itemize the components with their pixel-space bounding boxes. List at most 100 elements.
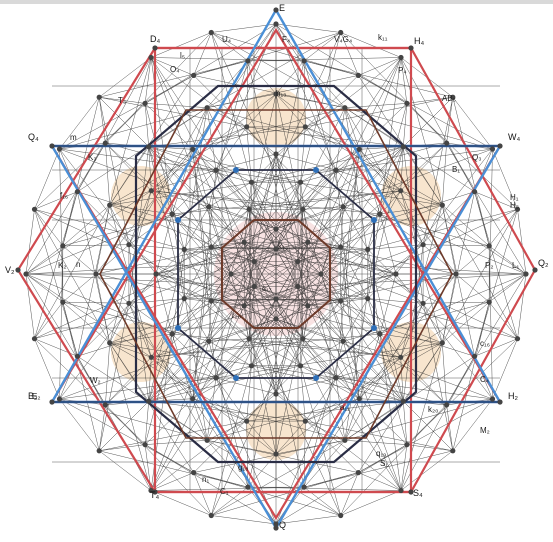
mesh-line — [380, 214, 396, 274]
label-L1: L₁ — [512, 261, 519, 270]
vertex-dot — [126, 301, 131, 306]
mesh-line — [151, 191, 380, 214]
vertex-dot — [126, 242, 131, 247]
vertex-dot — [404, 442, 409, 447]
vertex-dot-blue — [233, 167, 239, 173]
label-T4: T₄ — [150, 490, 159, 500]
vertex-dot — [146, 399, 151, 404]
vertex-dot — [398, 488, 403, 493]
vertex-dot — [249, 180, 254, 185]
mesh-line — [456, 274, 489, 302]
mesh-line — [304, 473, 358, 488]
label-n1: n₁ — [202, 475, 209, 484]
vertex-dot — [357, 147, 362, 152]
vertex-dot — [487, 300, 492, 305]
mesh-line — [26, 209, 35, 274]
mesh-line — [35, 149, 60, 209]
label-c16: c₁₆ — [480, 339, 490, 348]
mesh-line — [63, 274, 96, 302]
mesh-line — [358, 58, 401, 76]
vertex-dot — [273, 226, 278, 231]
mesh-line — [105, 143, 109, 205]
mesh-line — [193, 247, 212, 399]
vertex-dot — [273, 21, 278, 26]
vertex-dot — [356, 470, 361, 475]
mesh-line — [442, 343, 446, 405]
label-C4: C₄ — [480, 375, 489, 384]
vertex-dot — [302, 58, 307, 63]
vertex-dot — [49, 143, 54, 148]
vertex-dot — [103, 402, 108, 407]
vertex-dot — [333, 168, 338, 173]
mesh-line — [211, 473, 358, 516]
vertex-dot — [300, 207, 305, 212]
mesh-line — [35, 209, 63, 246]
vertex-dot — [242, 303, 247, 308]
label-K3: K₃ — [88, 153, 97, 162]
label-Q-bottom: Q — [279, 520, 286, 530]
vertex-dot — [444, 402, 449, 407]
vertex-dot — [32, 336, 37, 341]
label-c17: c₁₇ — [262, 284, 272, 293]
label-m: m — [70, 133, 77, 142]
vertex-dot — [244, 419, 249, 424]
label-Q4: Q₄ — [28, 132, 39, 142]
label-f16: f₁₆ — [60, 191, 68, 200]
vertex-dot — [401, 144, 406, 149]
mesh-line — [276, 378, 336, 394]
mesh-line — [211, 516, 276, 525]
vertex-dot — [49, 399, 54, 404]
vertex-dot — [450, 448, 455, 453]
vertex-dot — [341, 204, 346, 209]
label-F4: F₄ — [282, 35, 290, 44]
label-V4G4: V₄G₄ — [334, 35, 352, 44]
mesh-line — [343, 207, 368, 250]
vertex-dot — [273, 521, 278, 526]
vertex-dot — [472, 189, 477, 194]
label-g18: g₁₈ — [238, 463, 248, 472]
mesh-line — [475, 209, 518, 356]
vertex-dot — [148, 55, 153, 60]
label-W4: W₄ — [508, 132, 520, 142]
vertex-dot — [303, 124, 308, 129]
vertex-dot — [182, 247, 187, 252]
vertex-dot — [97, 448, 102, 453]
mesh-line — [423, 302, 489, 303]
vertex-dot — [515, 336, 520, 341]
mesh-line — [151, 334, 380, 357]
mesh-line — [216, 339, 249, 378]
mesh-line — [209, 182, 252, 207]
mesh-line — [380, 274, 396, 334]
vertex-dot — [377, 211, 382, 216]
vertex-dot — [401, 399, 406, 404]
vertex-dot — [305, 303, 310, 308]
mesh-line — [493, 339, 518, 399]
mesh-line — [184, 299, 209, 342]
vertex-dot — [213, 375, 218, 380]
vertex-dot — [298, 363, 303, 368]
vertex-dot — [408, 45, 413, 50]
vertex-dot — [228, 271, 233, 276]
vertex-dot — [398, 188, 403, 193]
mesh-line — [26, 274, 105, 405]
label-S4: S₄ — [413, 488, 423, 498]
mesh-line — [99, 451, 151, 491]
label-k13: k₁₃ — [278, 242, 288, 251]
label-E-top: E — [279, 3, 285, 13]
mesh-line — [248, 454, 276, 487]
mesh-line — [248, 61, 276, 94]
vertex-dot — [357, 396, 362, 401]
vertex-dot — [273, 316, 278, 321]
vertex-dot — [453, 271, 458, 276]
vertex-dot — [252, 259, 257, 264]
label-l5: l₅ — [180, 51, 185, 60]
vertex-dot — [206, 204, 211, 209]
label-H4: H₄ — [414, 36, 424, 46]
mesh-line — [358, 75, 407, 103]
mesh-line — [211, 33, 251, 183]
label-H2: H₂ — [508, 391, 518, 401]
label-M2: M₂ — [480, 426, 490, 435]
vertex-dot — [244, 124, 249, 129]
vertex-dot — [149, 355, 154, 360]
vertex-dot — [377, 331, 382, 336]
